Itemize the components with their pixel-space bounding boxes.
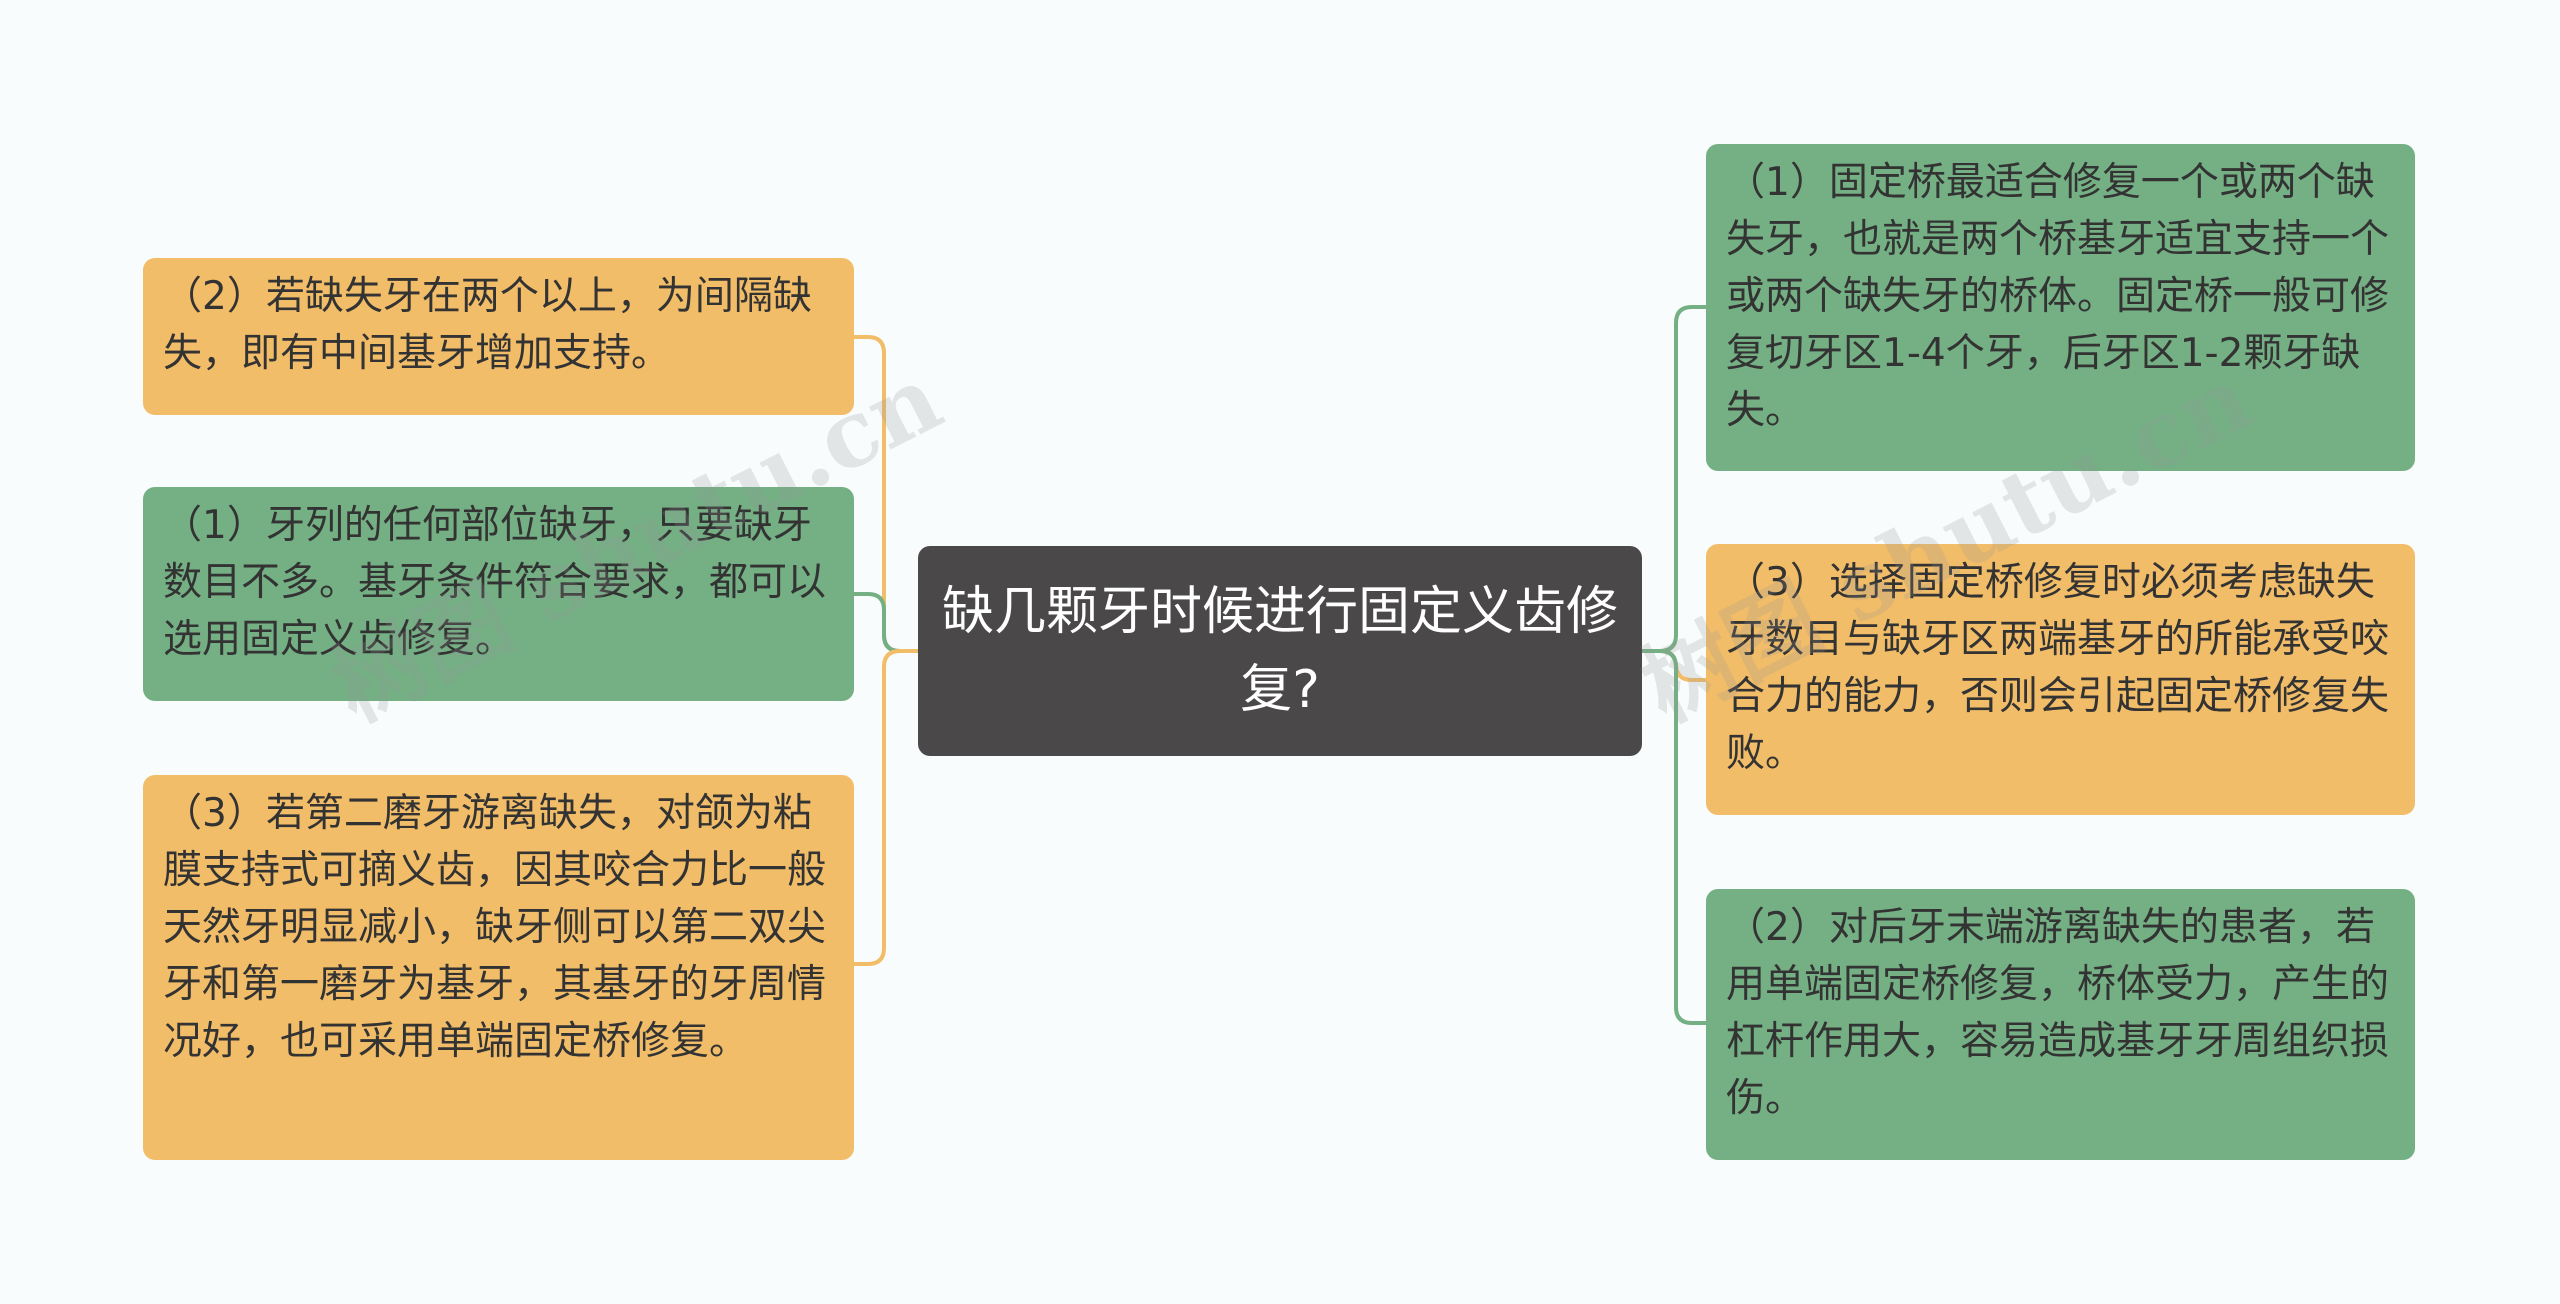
connector-right-bottom (1640, 649, 1708, 1025)
left-node-3-text: （3）若第二磨牙游离缺失，对颌为粘膜支持式可摘义齿，因其咬合力比一般天然牙明显减… (163, 791, 827, 1064)
connector-left-bottom (852, 649, 920, 966)
left-node-2[interactable]: （1）牙列的任何部位缺牙，只要缺牙数目不多。基牙条件符合要求，都可以选用固定义齿… (143, 487, 854, 701)
center-topic-text: 缺几颗牙时候进行固定义齿修复? (942, 582, 1619, 720)
connector-left-top (852, 335, 920, 653)
right-node-2[interactable]: （3）选择固定桥修复时必须考虑缺失牙数目与缺牙区两端基牙的所能承受咬合力的能力，… (1706, 544, 2415, 815)
connector-right-top (1640, 305, 1708, 653)
right-node-1-text: （1）固定桥最适合修复一个或两个缺失牙，也就是两个桥基牙适宜支持一个或两个缺失牙… (1726, 160, 2390, 433)
center-topic[interactable]: 缺几颗牙时候进行固定义齿修复? (918, 546, 1642, 756)
left-node-2-text: （1）牙列的任何部位缺牙，只要缺牙数目不多。基牙条件符合要求，都可以选用固定义齿… (163, 503, 827, 662)
right-node-3[interactable]: （2）对后牙末端游离缺失的患者，若用单端固定桥修复，桥体受力，产生的杠杆作用大，… (1706, 889, 2415, 1160)
right-node-2-text: （3）选择固定桥修复时必须考虑缺失牙数目与缺牙区两端基牙的所能承受咬合力的能力，… (1726, 560, 2390, 776)
left-node-3[interactable]: （3）若第二磨牙游离缺失，对颌为粘膜支持式可摘义齿，因其咬合力比一般天然牙明显减… (143, 775, 854, 1160)
left-node-1-text: （2）若缺失牙在两个以上，为间隔缺失，即有中间基牙增加支持。 (163, 274, 812, 376)
right-node-3-text: （2）对后牙末端游离缺失的患者，若用单端固定桥修复，桥体受力，产生的杠杆作用大，… (1726, 905, 2390, 1121)
right-node-1[interactable]: （1）固定桥最适合修复一个或两个缺失牙，也就是两个桥基牙适宜支持一个或两个缺失牙… (1706, 144, 2415, 471)
left-node-1[interactable]: （2）若缺失牙在两个以上，为间隔缺失，即有中间基牙增加支持。 (143, 258, 854, 415)
